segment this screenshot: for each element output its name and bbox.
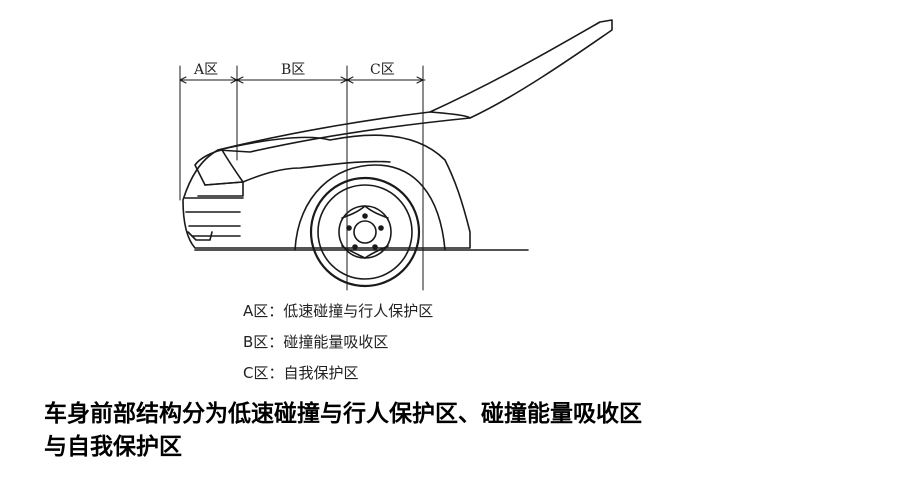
hood-panel [217, 19, 613, 153]
legend-item-b: B区：碰撞能量吸收区 [243, 327, 433, 358]
zone-b-label: B区 [281, 62, 305, 78]
legend-zone-description: 碰撞能量吸收区 [283, 333, 389, 351]
wheel-arch [294, 164, 446, 251]
zone-c-label: C区 [370, 62, 395, 78]
legend-zone-name: A区 [243, 302, 269, 320]
zone-dimension-lines [179, 65, 426, 291]
legend-zone-description: 低速碰撞与行人保护区 [283, 302, 434, 320]
legend-item-c: C区：自我保护区 [243, 358, 433, 389]
fender-contour [242, 160, 391, 183]
caption-line-2: 与自我保护区 [44, 434, 182, 460]
legend-separator: ： [268, 333, 284, 351]
caption-line-1: 车身前部结构分为低速碰撞与行人保护区、碰撞能量吸收区 [44, 401, 642, 427]
legend-zone-name: B区 [243, 333, 269, 351]
figure-caption: 车身前部结构分为低速碰撞与行人保护区、碰撞能量吸收区 与自我保护区 [44, 398, 864, 464]
front-wheel [309, 176, 421, 288]
legend-zone-description: 自我保护区 [283, 364, 359, 382]
legend-separator: ： [268, 302, 284, 320]
zone-a-label: A区 [193, 62, 218, 78]
zone-legend: A区：低速碰撞与行人保护区 B区：碰撞能量吸收区 C区：自我保护区 [243, 296, 433, 389]
legend-item-a: A区：低速碰撞与行人保护区 [243, 296, 433, 327]
legend-zone-name: C区 [243, 364, 269, 382]
car-body-outline [182, 134, 471, 249]
headlight-assembly [184, 149, 244, 241]
legend-separator: ： [268, 364, 284, 382]
